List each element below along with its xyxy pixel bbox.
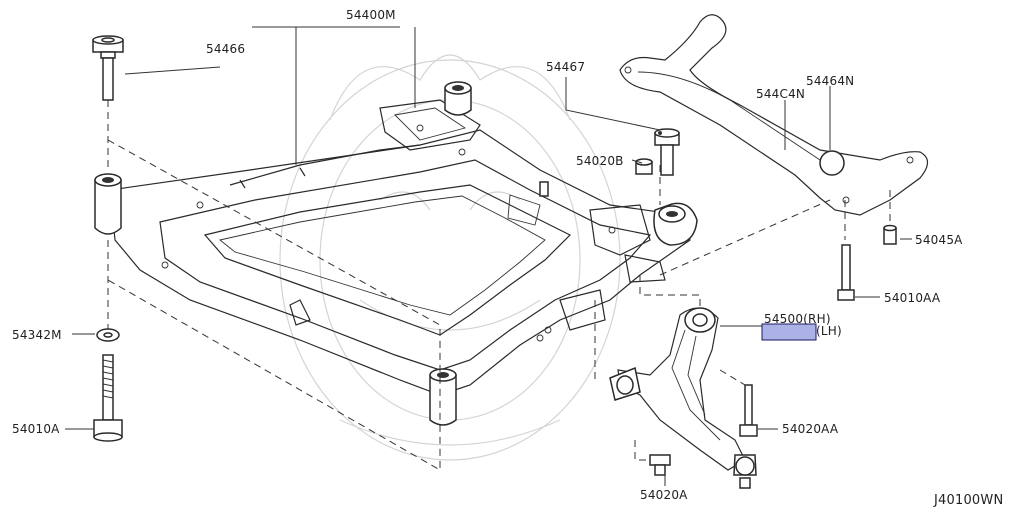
bolt-54045A: [883, 224, 897, 245]
nut-54020B: [635, 158, 653, 175]
label-54020AA[interactable]: 54020AA: [782, 422, 839, 436]
label-54500-lh[interactable]: (LH): [816, 324, 842, 338]
bolt-54010A: [93, 354, 123, 442]
diagram-code: J40100WN: [933, 493, 1003, 508]
projection-lines: [107, 100, 891, 471]
bolt-54466: [92, 35, 124, 101]
label-54342M[interactable]: 54342M: [12, 328, 62, 342]
label-54400M[interactable]: 54400M: [346, 8, 396, 22]
highlight-box[interactable]: [761, 323, 817, 341]
label-54466[interactable]: 54466: [206, 42, 245, 56]
transverse-link-54500: [609, 307, 757, 489]
label-54010AA[interactable]: 54010AA: [884, 291, 941, 305]
bolt-54010AA: [837, 244, 855, 301]
label-54500-rh[interactable]: 54500(RH): [764, 312, 831, 326]
bolt-54020AA: [739, 384, 758, 437]
label-544C4N[interactable]: 544C4N: [756, 87, 805, 101]
label-54010A[interactable]: 54010A: [12, 422, 60, 436]
part-labels: 54400M 54466 54467 544C4N 54464N 54020B …: [12, 8, 1003, 508]
label-54020A[interactable]: 54020A: [640, 488, 688, 502]
washer-54342M: [96, 328, 120, 342]
label-54045A[interactable]: 54045A: [915, 233, 963, 247]
front-suspension-member: [94, 81, 698, 426]
leader-lines: [65, 26, 912, 486]
label-54020B[interactable]: 54020B: [576, 154, 624, 168]
bolt-54467: [654, 128, 680, 176]
stabilizer-bar-544C4N: [619, 14, 929, 216]
label-54467[interactable]: 54467: [546, 60, 585, 74]
label-54464N[interactable]: 54464N: [806, 74, 854, 88]
bolt-54020A: [649, 454, 671, 476]
